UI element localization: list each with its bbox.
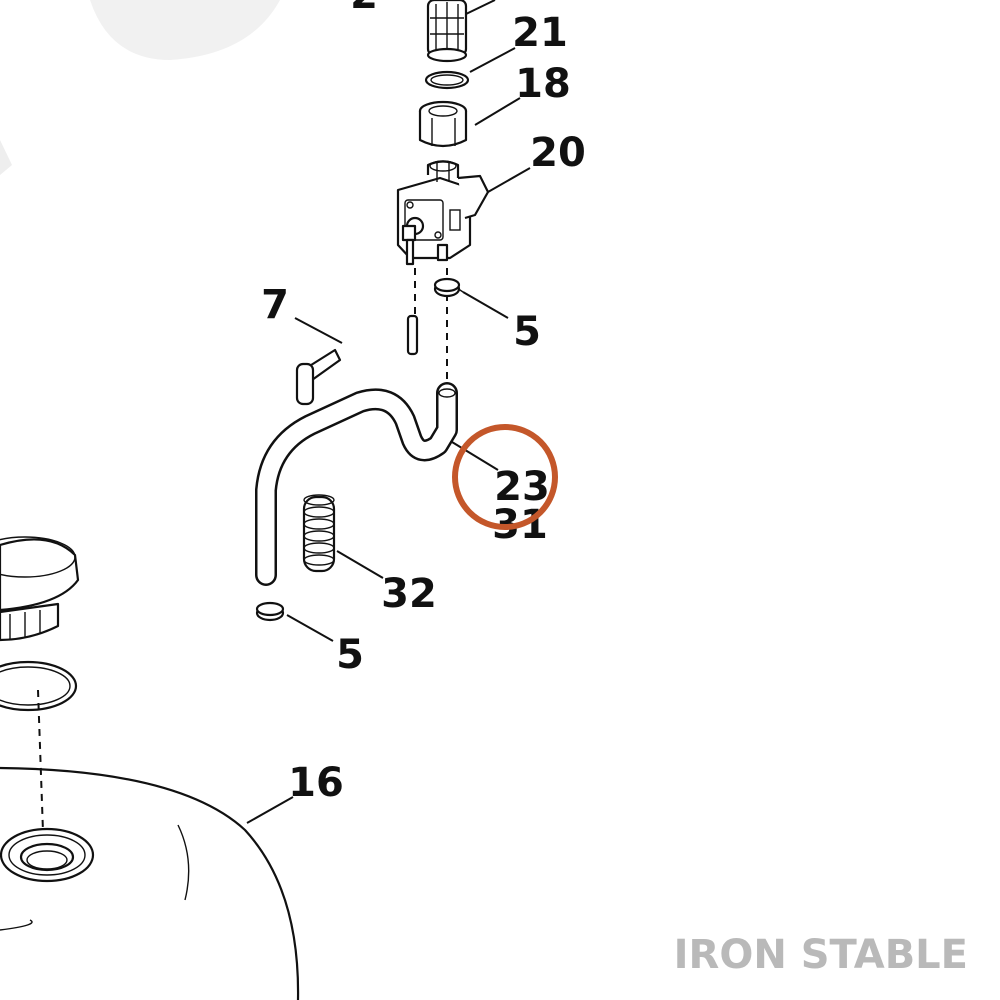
part-18-o-ring[interactable] [424, 70, 470, 90]
leader-16 [246, 796, 294, 824]
leader-18-ring [469, 47, 516, 73]
callout-7: 7 [261, 282, 289, 328]
part-cap-gasket[interactable] [0, 660, 78, 712]
part-18-nut[interactable] [418, 100, 468, 148]
callout-32: 32 [381, 571, 437, 617]
part-5-clamp-lower[interactable] [255, 601, 285, 622]
callout-18: 18 [515, 61, 571, 107]
callout-2: 2 [350, 0, 378, 18]
part-20-petcock[interactable] [396, 160, 490, 266]
part-16-fuel-tank[interactable] [0, 766, 300, 1000]
part-32-sleeve[interactable] [302, 494, 336, 573]
background-shape-edge [0, 140, 12, 175]
part-fuel-cap[interactable] [0, 536, 80, 642]
callout-5-lower: 5 [336, 632, 364, 678]
background-shape [90, 0, 280, 60]
highlight-circle-23 [452, 424, 558, 530]
watermark-text: IRON STABLE [674, 932, 968, 978]
leader-7 [294, 317, 343, 344]
leader-5-lower [286, 614, 334, 642]
leader-32 [336, 550, 384, 579]
leader-5-upper [462, 291, 509, 319]
part-5-clamp-upper[interactable] [433, 277, 464, 298]
leader-20 [487, 167, 531, 193]
callout-20: 20 [530, 130, 586, 176]
callout-16: 16 [288, 760, 344, 806]
callout-27: 27 [792, 0, 848, 8]
part-7-lever[interactable] [295, 314, 419, 406]
part-21-filter[interactable] [426, 0, 468, 63]
callout-5-upper: 5 [513, 309, 541, 355]
callout-21: 21 [512, 10, 568, 56]
callout-23: 23 [494, 464, 550, 510]
leader-23 [451, 441, 499, 471]
alignment-line-cap [37, 689, 45, 861]
leader-18-nut [474, 97, 521, 126]
leader-21 [465, 0, 496, 15]
part-23-fuel-hose[interactable] [255, 382, 458, 586]
